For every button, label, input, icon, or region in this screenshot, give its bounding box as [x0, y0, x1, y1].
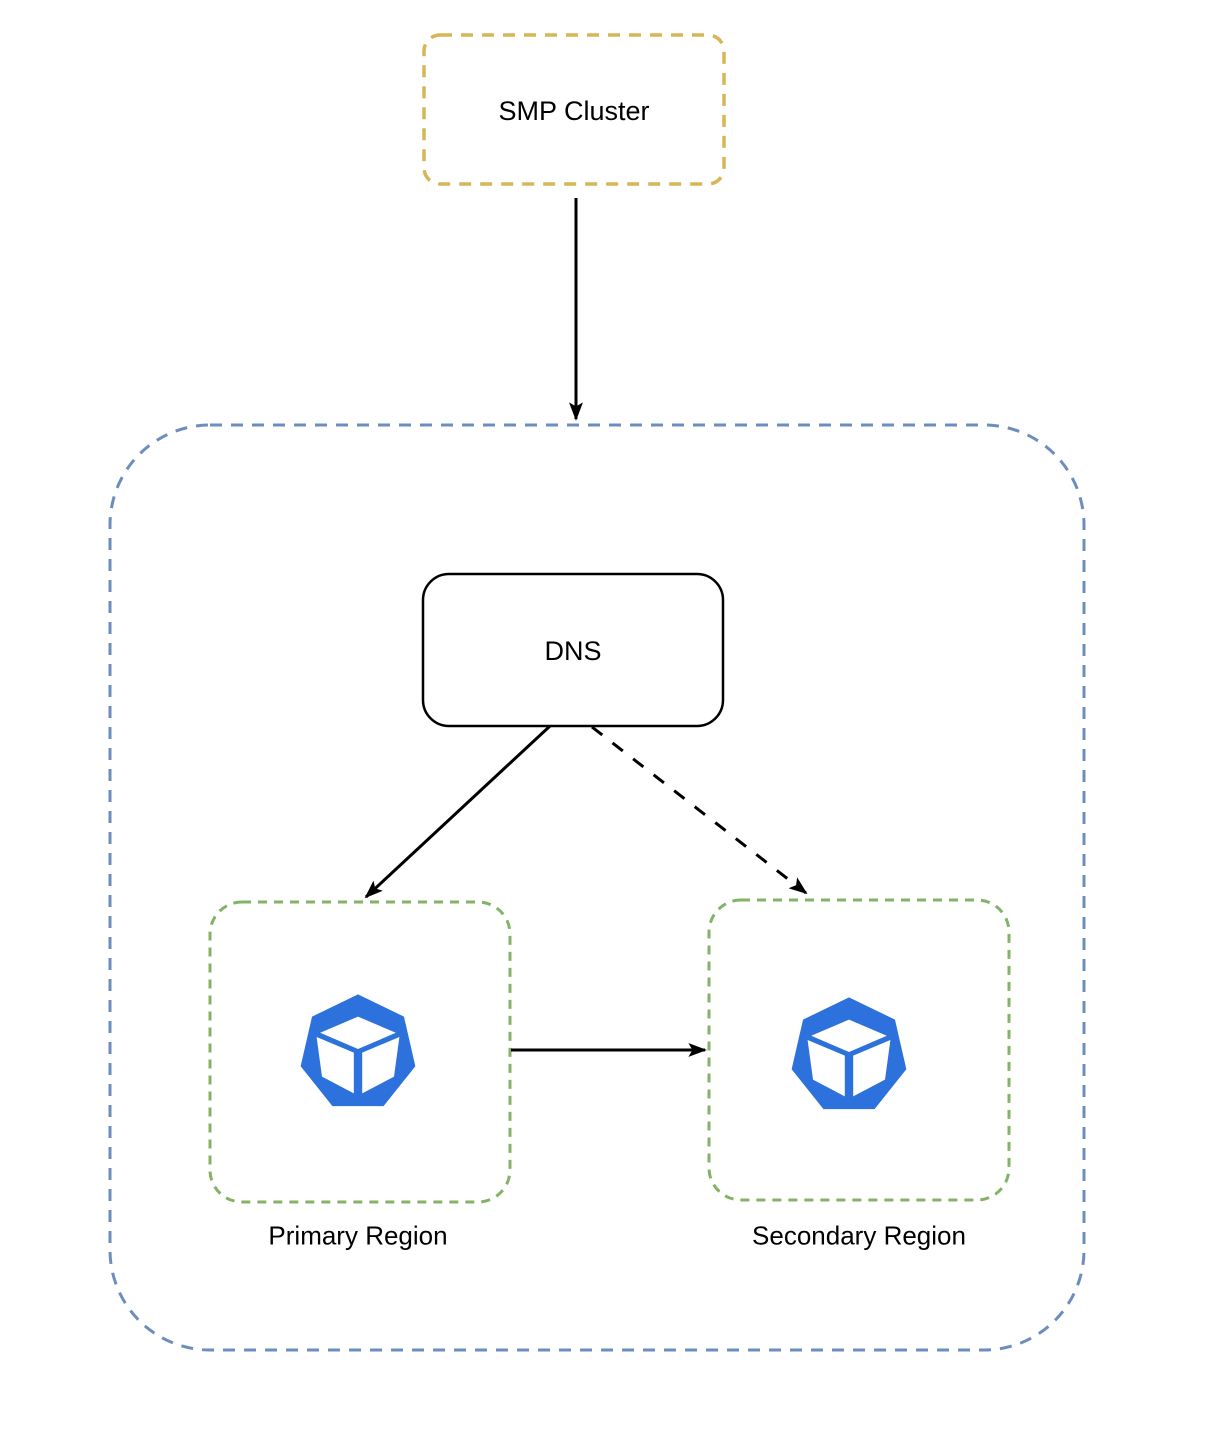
arrow-dns-to-secondary [591, 725, 806, 895]
secondary-region-label: Secondary Region [752, 1220, 966, 1251]
smp-cluster-label: SMP Cluster [498, 95, 650, 126]
smp-cluster-box [422, 33, 726, 186]
arrow-dns-to-primary [366, 724, 552, 897]
region-group-box [108, 423, 1086, 1352]
dns-label: DNS [544, 635, 602, 666]
dns-box [421, 572, 725, 728]
primary-region-label: Primary Region [268, 1220, 448, 1251]
